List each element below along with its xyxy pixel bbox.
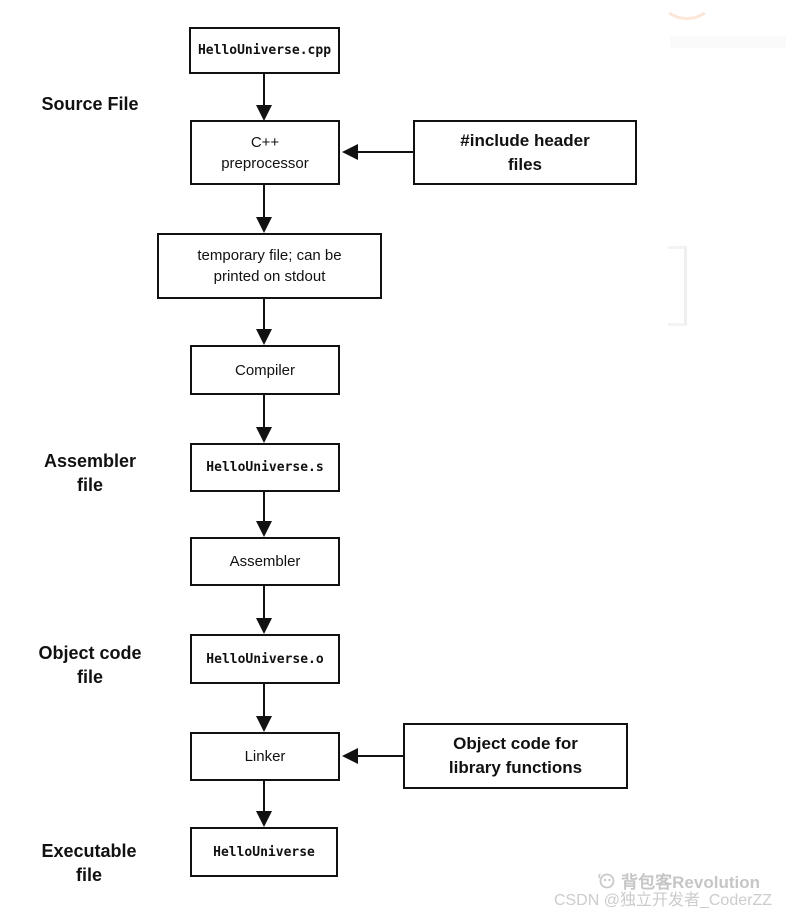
node-assembly-file: HelloUniverse.s xyxy=(190,443,340,492)
arrow-tempfile-to-compiler xyxy=(256,299,272,345)
node-object-library: Object code for library functions xyxy=(403,723,628,789)
node-linker: Linker xyxy=(190,732,340,781)
watermark-author-text: CSDN @独立开发者_CoderZZ xyxy=(553,892,772,909)
node-source-file: HelloUniverse.cpp xyxy=(189,27,340,74)
arrow-assembler-to-objectfile xyxy=(256,586,272,634)
watermark-logo-icon xyxy=(596,872,616,893)
watermark: 背包客Revolution CSDN @独立开发者_CoderZZ xyxy=(554,872,772,910)
label-source-file: Source File xyxy=(41,94,139,114)
node-assembler: Assembler xyxy=(190,537,340,586)
node-object-file: HelloUniverse.o xyxy=(190,634,340,684)
node-executable-file: HelloUniverse xyxy=(190,827,338,877)
watermark-line1: 背包客Revolution xyxy=(554,872,760,893)
arrow-compiler-to-assemblyfile xyxy=(256,395,272,443)
node-temp-file: temporary file; can be printed on stdout xyxy=(157,233,382,299)
label-executable-file: Executable file xyxy=(41,841,137,885)
arrow-source-to-preprocessor xyxy=(256,74,272,121)
arrow-assemblyfile-to-assembler xyxy=(256,492,272,537)
faint-arc-artifact xyxy=(662,0,712,20)
arrow-linker-to-executable xyxy=(256,781,272,827)
arrow-objectfile-to-linker xyxy=(256,684,272,732)
watermark-brand-text: 背包客Revolution xyxy=(621,873,760,892)
arrow-preprocessor-to-tempfile xyxy=(256,185,272,233)
label-assembler-file: Assembler file xyxy=(43,451,137,495)
label-object-code-file: Object code file xyxy=(38,643,142,687)
faint-band-artifact xyxy=(670,36,786,48)
node-preprocessor: C++ preprocessor xyxy=(190,120,340,185)
node-compiler: Compiler xyxy=(190,345,340,395)
faint-bracket-artifact xyxy=(668,246,687,326)
arrow-objectlibrary-to-linker xyxy=(342,748,403,764)
node-include-headers: #include header files xyxy=(413,120,637,185)
arrow-includes-to-preprocessor xyxy=(342,144,413,160)
